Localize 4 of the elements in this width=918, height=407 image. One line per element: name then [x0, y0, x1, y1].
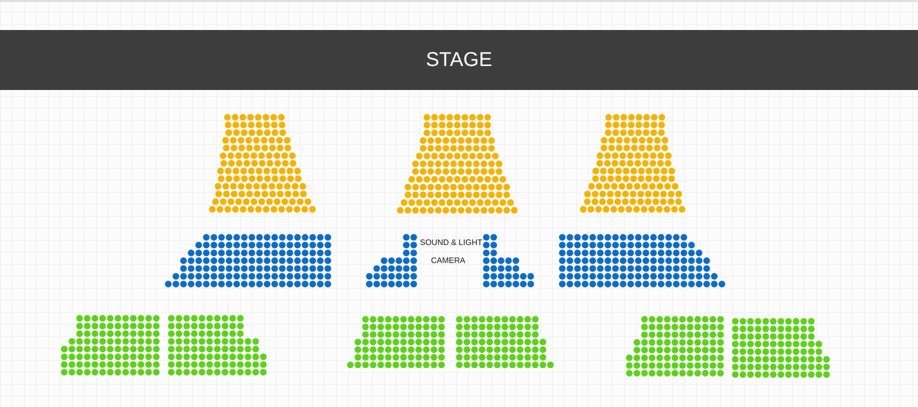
- area-label: SOUND & LIGHT: [420, 238, 482, 248]
- area-label: CAMERA: [431, 256, 466, 266]
- stage-band: [0, 30, 918, 90]
- stage-label: STAGE: [426, 48, 492, 72]
